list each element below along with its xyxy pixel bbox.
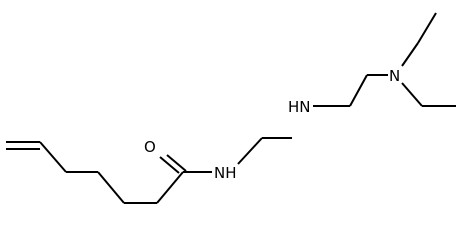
amine-nitrogen-label: HN: [288, 98, 311, 116]
vinyl-double-bond: [6, 141, 40, 150]
tertiary-nitrogen-label: N: [389, 67, 400, 85]
oxygen-label: O: [144, 138, 156, 156]
carbonyl-double-bond: [159, 154, 187, 174]
ethylene-bridge-2: [313, 74, 388, 107]
alkyl-chain: [39, 141, 184, 204]
diethyl-groups: [401, 12, 456, 107]
ethylene-bridge-1: [237, 137, 292, 165]
amide-nitrogen-label: NH: [214, 164, 237, 182]
structural-formula: O NH HN N: [6, 12, 456, 204]
